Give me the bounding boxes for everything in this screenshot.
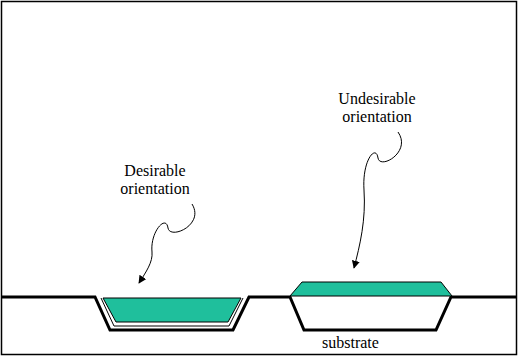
leader-arrow [354,132,402,268]
annotation-label: Undesirable orientation [322,90,432,126]
substrate-surface [2,297,516,330]
block-in-pit [103,298,241,322]
material-label: substrate [322,334,379,352]
block-on-top [290,282,452,296]
annotation-label: Desirable orientation [105,162,205,198]
leader-arrow [139,204,195,283]
pit-liner [101,298,243,326]
